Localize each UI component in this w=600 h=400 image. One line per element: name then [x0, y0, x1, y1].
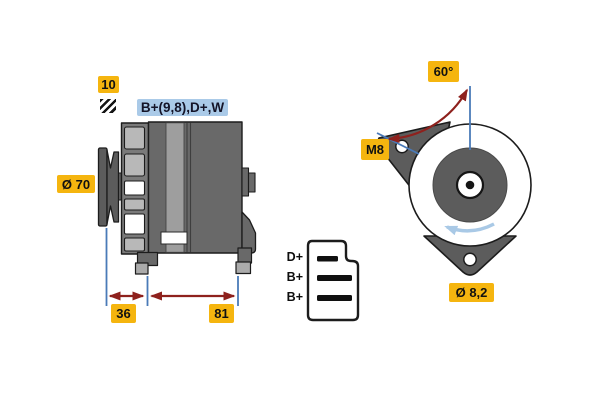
pulley-diameter-label: Ø 70: [57, 175, 95, 193]
mount-hole: [463, 252, 477, 267]
thread-size-label: M8: [361, 139, 389, 160]
dimension-lines: [105, 228, 239, 306]
mount-hole-diameter-label: Ø 8,2: [449, 283, 494, 302]
connector-pin-label-bplus-2: B+: [286, 290, 303, 304]
angle-label: 60°: [428, 61, 459, 82]
dim-81-label: 81: [209, 304, 234, 323]
angle-arc-arrow: [387, 88, 468, 143]
connector-pin-label-dplus: D+: [286, 250, 303, 264]
body-vent-notch: [160, 231, 188, 245]
fan-vents: [120, 122, 150, 255]
pulley: [97, 147, 126, 227]
stator-band: [165, 122, 185, 253]
connector-pin-label-bplus-1: B+: [286, 270, 303, 284]
shaft-center-dot: [465, 180, 475, 190]
rear-bracket-wedge: [241, 211, 257, 254]
hatch-icon: [99, 98, 117, 114]
pin-slot-dplus: [317, 256, 338, 262]
pin-slot-bplus-2: [317, 295, 352, 301]
rotation-arrow: [444, 222, 495, 236]
plug-connector: [306, 239, 360, 322]
pin-slot-bplus-1: [317, 275, 352, 281]
dim-36-label: 36: [111, 304, 136, 323]
lug-axis-line: [376, 132, 420, 155]
terminals-label: B+(9,8),D+,W: [137, 99, 228, 116]
side-view-drawing: [97, 121, 257, 306]
mounting-feet: [134, 247, 253, 275]
alternator-body: [147, 121, 257, 254]
front-view-drawing: [376, 86, 532, 276]
belt-width-label: 10: [98, 76, 119, 93]
terminal-stud: [241, 167, 256, 197]
